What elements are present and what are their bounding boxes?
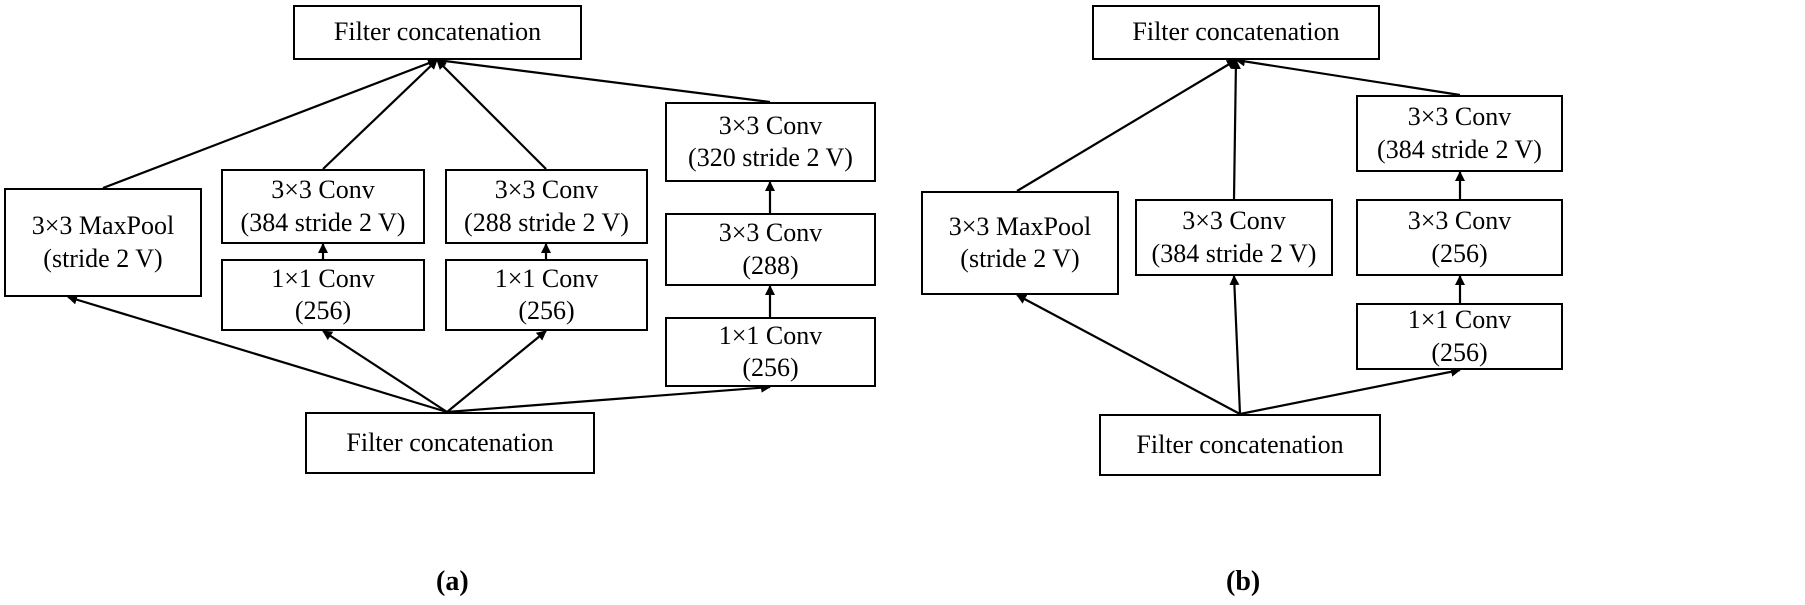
a-top-filter-concatenation: Filter concatenation — [293, 5, 582, 60]
arrow-a-bottom-to-b3-1x1 — [446, 382, 771, 414]
arrow-b-bottom-to-maxpool — [1016, 294, 1241, 415]
a-bottom-concat-label: Filter concatenation — [346, 427, 554, 457]
a-b2-1x1-line1: 1×1 Conv — [494, 263, 599, 293]
b-b2-3x3b-line1: 3×3 Conv — [1407, 102, 1512, 131]
arrow-a-b2-to-top — [436, 59, 547, 170]
a-branch3-conv3x3-a-box: 3×3 Conv (288) — [665, 213, 876, 286]
arrow-a-b3-to-top — [436, 56, 771, 104]
a-b1-1x1-line1: 1×1 Conv — [271, 263, 375, 293]
a-maxpool-box: 3×3 MaxPool (stride 2 V) — [4, 188, 202, 297]
a-branch1-conv1x1-box: 1×1 Conv (256) — [221, 259, 425, 331]
b-b1-3x3-line1: 3×3 Conv — [1182, 206, 1286, 235]
arrow-b-b1-to-top — [1230, 59, 1241, 200]
arrow-a-b1-to-top — [322, 59, 438, 170]
a-b2-3x3-line1: 3×3 Conv — [494, 175, 599, 204]
a-b3-3x3b-line2: (320 stride 2 V) — [688, 143, 853, 172]
arrow-b-bottom-to-b1 — [1229, 275, 1242, 415]
a-b1-1x1-line2: (256) — [294, 296, 352, 325]
a-b3-1x1-line1: 1×1 Conv — [718, 320, 823, 350]
a-top-concat-label: Filter concatenation — [333, 17, 542, 47]
b-bottom-filter-concatenation: Filter concatenation — [1099, 414, 1381, 476]
arrow-b-b2-to-top — [1235, 56, 1461, 97]
a-b3-3x3a-line1: 3×3 Conv — [718, 218, 823, 247]
b-bottom-concat-label: Filter concatenation — [1136, 429, 1344, 459]
b-b1-3x3-line2: (384 stride 2 V) — [1151, 238, 1317, 268]
a-branch1-conv3x3-box: 3×3 Conv (384 stride 2 V) — [221, 169, 425, 244]
b-maxpool-line1: 3×3 MaxPool — [948, 211, 1092, 241]
arrow-a-bottom-to-b2-1x1 — [446, 330, 547, 413]
b-b2-3x3b-line2: (384 stride 2 V) — [1377, 134, 1542, 164]
b-maxpool-box: 3×3 MaxPool (stride 2 V) — [921, 191, 1119, 295]
b-branch2-conv3x3-b-box: 3×3 Conv (384 stride 2 V) — [1356, 95, 1563, 172]
arrow-b-bottom-to-b2-1x1 — [1239, 366, 1461, 416]
a-branch3-conv1x1-box: 1×1 Conv (256) — [665, 317, 876, 387]
b-maxpool-line2: (stride 2 V) — [960, 244, 1080, 273]
a-b2-3x3-line2: (288 stride 2 V) — [464, 207, 629, 237]
arrow-b-maxpool-to-top — [1016, 59, 1237, 192]
a-maxpool-line2: (stride 2 V) — [43, 243, 163, 273]
a-b1-3x3-line1: 3×3 Conv — [271, 175, 375, 204]
b-branch2-conv3x3-a-box: 3×3 Conv (256) — [1356, 199, 1563, 276]
b-b2-3x3a-line1: 3×3 Conv — [1407, 206, 1512, 235]
a-b3-3x3a-line2: (288) — [742, 250, 799, 280]
b-b2-3x3a-line2: (256) — [1431, 238, 1488, 268]
a-branch3-conv3x3-b-box: 3×3 Conv (320 stride 2 V) — [665, 102, 876, 182]
a-maxpool-line1: 3×3 MaxPool — [31, 211, 175, 240]
b-branch2-conv1x1-box: 1×1 Conv (256) — [1356, 303, 1563, 370]
a-b1-3x3-line2: (384 stride 2 V) — [240, 207, 406, 237]
a-branch2-conv1x1-box: 1×1 Conv (256) — [445, 259, 648, 331]
b-b2-1x1-line1: 1×1 Conv — [1407, 305, 1512, 334]
b-branch1-conv3x3-box: 3×3 Conv (384 stride 2 V) — [1135, 199, 1333, 276]
a-b3-1x1-line2: (256) — [742, 353, 799, 382]
a-b2-1x1-line2: (256) — [518, 296, 575, 325]
arrow-a-maxpool-to-top — [102, 58, 438, 190]
a-bottom-filter-concatenation: Filter concatenation — [305, 412, 595, 474]
a-branch2-conv3x3-box: 3×3 Conv (288 stride 2 V) — [445, 169, 648, 244]
b-top-concat-label: Filter concatenation — [1132, 17, 1340, 47]
arrow-a-bottom-to-maxpool — [67, 294, 448, 414]
caption-b: (b) — [1226, 566, 1261, 597]
b-b2-1x1-line2: (256) — [1431, 337, 1488, 367]
arrow-a-bottom-to-b1-1x1 — [322, 330, 448, 413]
a-b3-3x3b-line1: 3×3 Conv — [718, 110, 823, 140]
caption-a: (a) — [436, 566, 469, 597]
b-top-filter-concatenation: Filter concatenation — [1092, 5, 1380, 60]
